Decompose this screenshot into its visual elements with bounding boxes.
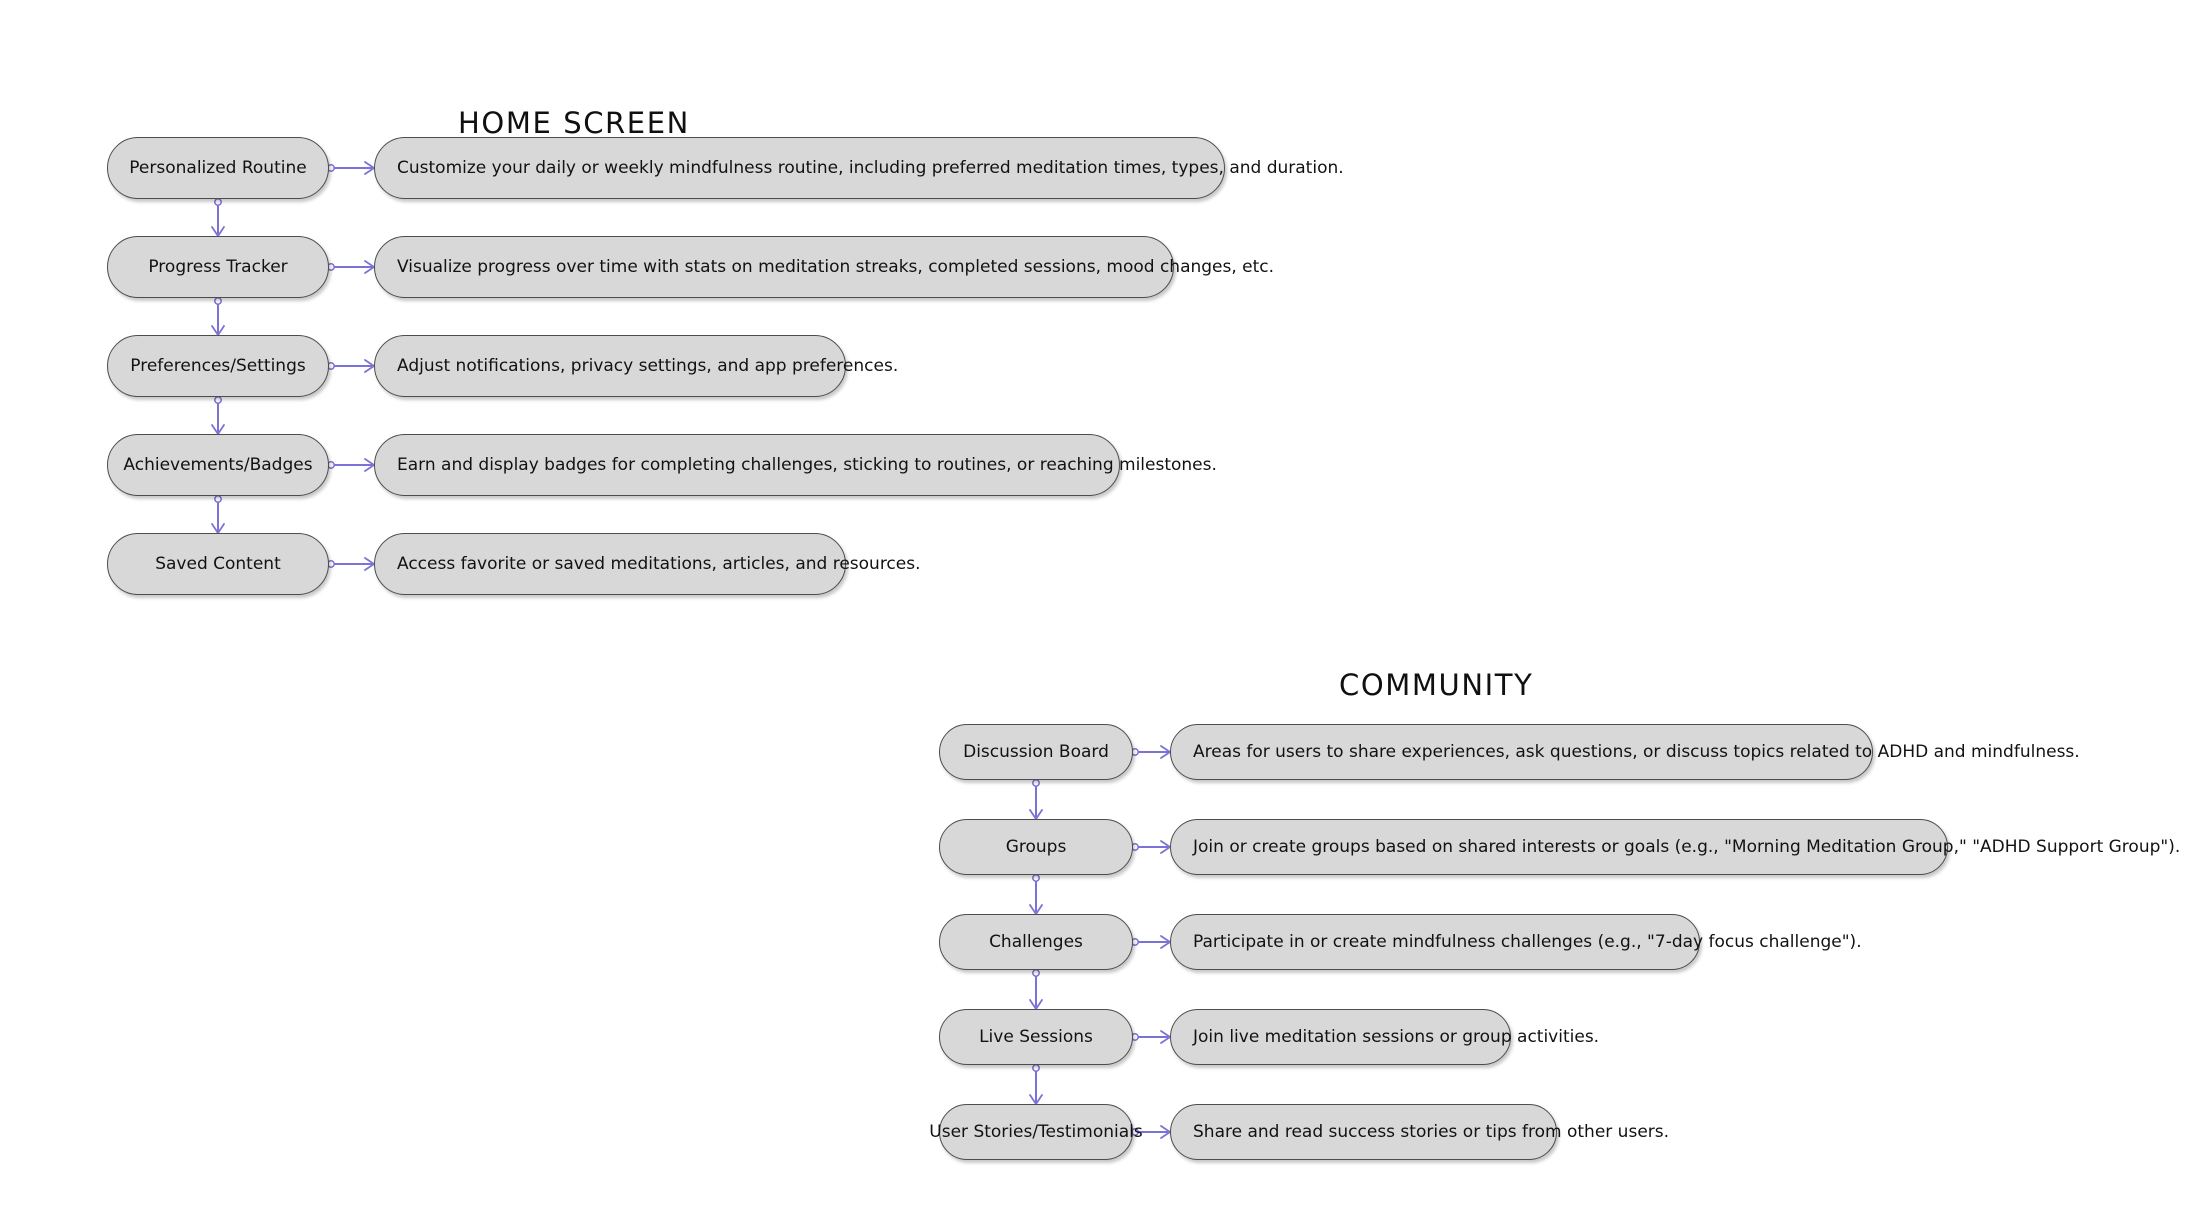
description-progress-tracker[interactable]: Visualize progress over time with stats … xyxy=(374,236,1274,298)
description-live-sessions[interactable]: Join live meditation sessions or group a… xyxy=(1170,1009,1599,1065)
node-preferences-settings[interactable]: Preferences/Settings xyxy=(107,335,329,397)
arrowhead-right-icon xyxy=(1160,1125,1171,1139)
edge-source-dot-icon xyxy=(1032,1064,1040,1072)
node-personalized-routine[interactable]: Personalized Routine xyxy=(107,137,329,199)
description-label: Join live meditation sessions or group a… xyxy=(1193,1026,1600,1047)
description-label: Visualize progress over time with stats … xyxy=(397,256,1275,277)
node-live-sessions[interactable]: Live Sessions xyxy=(939,1009,1133,1065)
arrowhead-down-icon xyxy=(1029,999,1043,1010)
description-groups[interactable]: Join or create groups based on shared in… xyxy=(1170,819,2180,875)
description-discussion-board[interactable]: Areas for users to share experiences, as… xyxy=(1170,724,2080,780)
edge-source-dot-icon xyxy=(1032,969,1040,977)
description-label: Access favorite or saved meditations, ar… xyxy=(397,553,921,574)
arrowhead-right-icon xyxy=(364,260,375,274)
node-label: Challenges xyxy=(989,931,1083,952)
node-saved-content[interactable]: Saved Content xyxy=(107,533,329,595)
edge-source-dot-icon xyxy=(1032,874,1040,882)
arrowhead-down-icon xyxy=(1029,904,1043,915)
node-label: Saved Content xyxy=(155,553,281,574)
description-label: Customize your daily or weekly mindfulne… xyxy=(397,157,1344,178)
description-label: Participate in or create mindfulness cha… xyxy=(1193,931,1862,952)
edge-source-dot-icon xyxy=(214,198,222,206)
arrowhead-right-icon xyxy=(364,359,375,373)
description-label: Adjust notifications, privacy settings, … xyxy=(397,355,899,376)
node-discussion-board[interactable]: Discussion Board xyxy=(939,724,1133,780)
description-personalized-routine[interactable]: Customize your daily or weekly mindfulne… xyxy=(374,137,1344,199)
description-challenges[interactable]: Participate in or create mindfulness cha… xyxy=(1170,914,1862,970)
arrowhead-down-icon xyxy=(1029,809,1043,820)
description-label: Areas for users to share experiences, as… xyxy=(1193,741,2080,762)
edge-source-dot-icon xyxy=(214,297,222,305)
description-achievements-badges[interactable]: Earn and display badges for completing c… xyxy=(374,434,1217,496)
node-label: Preferences/Settings xyxy=(130,355,306,376)
description-preferences-settings[interactable]: Adjust notifications, privacy settings, … xyxy=(374,335,898,397)
arrowhead-down-icon xyxy=(211,325,225,336)
description-saved-content[interactable]: Access favorite or saved meditations, ar… xyxy=(374,533,921,595)
node-groups[interactable]: Groups xyxy=(939,819,1133,875)
arrowhead-down-icon xyxy=(211,226,225,237)
description-user-stories-testimonials[interactable]: Share and read success stories or tips f… xyxy=(1170,1104,1669,1160)
edge-source-dot-icon xyxy=(214,396,222,404)
node-label: Personalized Routine xyxy=(129,157,307,178)
node-label: Discussion Board xyxy=(963,741,1109,762)
arrowhead-right-icon xyxy=(1160,745,1171,759)
edge-source-dot-icon xyxy=(214,495,222,503)
node-user-stories-testimonials[interactable]: User Stories/Testimonials xyxy=(929,1104,1143,1160)
node-label: Progress Tracker xyxy=(148,256,288,277)
arrowhead-right-icon xyxy=(1160,1030,1171,1044)
node-label: Achievements/Badges xyxy=(123,454,313,475)
edge-source-dot-icon xyxy=(1032,779,1040,787)
node-progress-tracker[interactable]: Progress Tracker xyxy=(107,236,329,298)
description-label: Share and read success stories or tips f… xyxy=(1193,1121,1670,1142)
node-achievements-badges[interactable]: Achievements/Badges xyxy=(107,434,329,496)
arrowhead-right-icon xyxy=(364,557,375,571)
arrowhead-down-icon xyxy=(211,523,225,534)
arrowhead-down-icon xyxy=(211,424,225,435)
description-label: Join or create groups based on shared in… xyxy=(1193,836,2181,857)
section-title-home-screen: HOME SCREEN xyxy=(458,106,690,140)
node-label: Live Sessions xyxy=(979,1026,1093,1047)
description-label: Earn and display badges for completing c… xyxy=(397,454,1217,475)
section-title-community: COMMUNITY xyxy=(1339,668,1534,702)
node-label: Groups xyxy=(1005,836,1067,857)
arrowhead-right-icon xyxy=(1160,840,1171,854)
arrowhead-down-icon xyxy=(1029,1094,1043,1105)
node-challenges[interactable]: Challenges xyxy=(939,914,1133,970)
arrowhead-right-icon xyxy=(364,161,375,175)
node-label: User Stories/Testimonials xyxy=(929,1121,1143,1142)
arrowhead-right-icon xyxy=(1160,935,1171,949)
arrowhead-right-icon xyxy=(364,458,375,472)
